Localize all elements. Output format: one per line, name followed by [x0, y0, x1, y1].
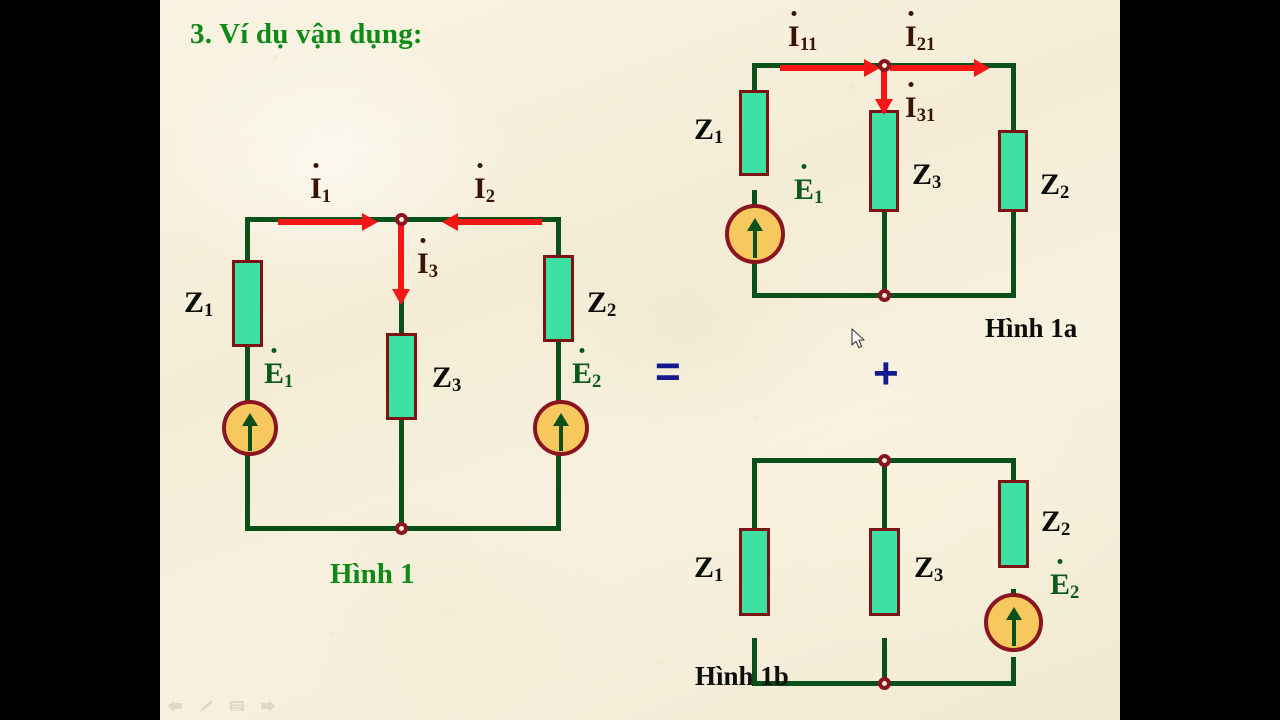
letterbox-bar-left: [0, 0, 160, 720]
pen-icon[interactable]: [197, 698, 215, 714]
caption-hinh-1a: Hình 1a: [985, 313, 1078, 343]
wire-right-lower-b: [1011, 657, 1016, 686]
slide-canvas: 3. Ví dụ vận dụng:: [160, 0, 1120, 720]
left-arrow-icon[interactable]: [166, 698, 184, 714]
wire-left-main: [245, 217, 250, 531]
resistor-z3-a: [869, 110, 899, 212]
resistor-z1-b: [739, 528, 770, 616]
operator-plus: +: [873, 349, 899, 398]
figure-hinh-1b: Z1 Z3 Z2 E2 Hình 1b: [694, 425, 1110, 720]
wire-middle-lower-a: [882, 212, 887, 298]
caption-hinh-1b: Hình 1b: [695, 661, 789, 691]
letterbox-bar-right: [1120, 0, 1280, 720]
menu-icon[interactable]: [228, 698, 246, 714]
current-arrow-i11-a: [780, 59, 880, 77]
source-e1-main: [222, 400, 278, 456]
wire-right-upper-a: [1011, 63, 1016, 140]
resistor-z1-main: [232, 260, 263, 347]
label-impedance-z1-main: Z1: [184, 286, 214, 322]
label-current-i31: I31: [905, 91, 936, 127]
node-top-main: [395, 213, 408, 226]
source-e1-a: [725, 204, 785, 264]
label-impedance-z3-b: Z3: [914, 551, 944, 587]
label-impedance-z2-a: Z2: [1040, 168, 1070, 204]
label-impedance-z3-a: Z3: [912, 158, 942, 194]
label-current-i3: I3: [417, 247, 438, 283]
caption-hinh-1: Hình 1: [330, 558, 415, 590]
current-arrow-i3-main: [392, 223, 410, 305]
wire-left-upper-b: [752, 458, 757, 551]
wire-right-main: [556, 217, 561, 531]
wire-middle-lower-b: [882, 638, 887, 686]
label-source-e2-main: E2: [572, 357, 602, 393]
wire-middle-upper-b: [882, 458, 887, 551]
label-impedance-z3-main: Z3: [432, 361, 462, 397]
resistor-z3-b: [869, 528, 900, 616]
current-arrow-i2-main: [442, 213, 542, 231]
operator-equals: =: [655, 347, 681, 396]
presentation-nav-controls[interactable]: [166, 698, 277, 714]
current-arrow-i31-a: [875, 69, 893, 115]
label-source-e2-b: E2: [1050, 568, 1080, 604]
figure-hinh-1a: I11 I21 I31 Z1 Z3 Z2 E1 Hình 1a: [694, 22, 1110, 360]
label-impedance-z1-b: Z1: [694, 551, 724, 587]
resistor-z2-main: [543, 255, 574, 342]
node-top-b: [878, 454, 891, 467]
page-title: 3. Ví dụ vận dụng:: [190, 18, 423, 50]
resistor-z1-a: [739, 90, 769, 176]
node-bottom-b: [878, 677, 891, 690]
node-bottom-a: [878, 289, 891, 302]
resistor-z2-a: [998, 130, 1028, 212]
label-source-e1-main: E1: [264, 357, 294, 393]
right-arrow-icon[interactable]: [259, 698, 277, 714]
current-arrow-i21-a: [890, 59, 990, 77]
node-top-a: [878, 59, 891, 72]
figure-hinh-1: I1 I2 I3 Z1 Z2 Z3 E1 E2 Hình 1: [184, 172, 660, 595]
wire-left-lower-b: [752, 638, 757, 686]
label-impedance-z2-main: Z2: [587, 286, 617, 322]
label-current-i2: I2: [474, 172, 495, 208]
source-e2-b: [984, 593, 1043, 652]
wire-right-lower-a: [1011, 212, 1016, 298]
current-arrow-i1-main: [278, 213, 378, 231]
label-impedance-z1-a: Z1: [694, 113, 724, 149]
label-source-e1-a: E1: [794, 173, 824, 209]
label-current-i11: I11: [788, 20, 818, 56]
label-current-i21: I21: [905, 20, 936, 56]
node-bottom-main: [395, 522, 408, 535]
label-impedance-z2-b: Z2: [1041, 505, 1071, 541]
resistor-z2-b: [998, 480, 1029, 568]
label-current-i1: I1: [310, 172, 331, 208]
mouse-cursor: [851, 328, 868, 355]
source-e2-main: [533, 400, 589, 456]
resistor-z3-main: [386, 333, 417, 420]
